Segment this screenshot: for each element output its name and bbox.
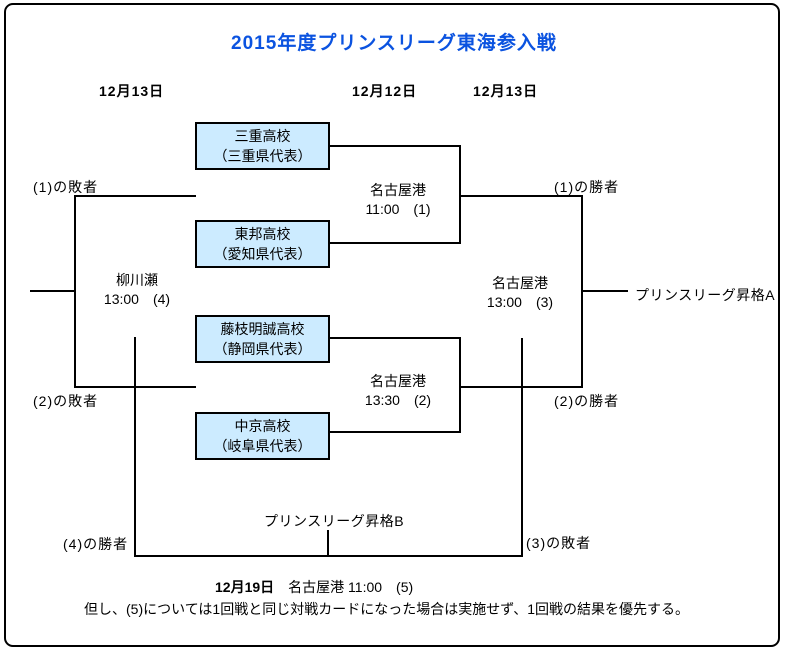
line-match1-team-bottom: [330, 242, 460, 244]
line-match2-team-top: [330, 337, 460, 339]
line-match1-team-top: [330, 145, 460, 147]
line-match1-winner-out: [460, 195, 583, 197]
page-title: 2015年度プリンスリーグ東海参入戦: [231, 33, 557, 54]
line-match1-vertical: [459, 145, 461, 244]
team-box-chukyo: 中京高校 （岐阜県代表）: [195, 412, 330, 460]
round-date-right: 12月13日: [473, 83, 539, 99]
match1-venue: 名古屋港: [370, 182, 426, 198]
round-date-center: 12月12日: [352, 83, 418, 99]
line-match2-vertical: [459, 337, 461, 433]
label-match2-loser: (2)の敗者: [33, 393, 99, 409]
line-match3-winner-out: [582, 290, 628, 292]
team-box-toho: 東邦高校 （愛知県代表）: [195, 220, 330, 268]
match4-venue: 柳川瀬: [116, 272, 158, 288]
round-date-left: 12月13日: [99, 83, 165, 99]
match1-label: 名古屋港 11:00 (1): [336, 181, 460, 219]
team-box-fujieda-meisei: 藤枝明誠高校 （静岡県代表）: [195, 315, 330, 363]
team-box-mie: 三重高校 （三重県代表）: [195, 122, 330, 170]
match2-venue: 名古屋港: [370, 373, 426, 389]
label-match3-loser: (3)の敗者: [526, 535, 592, 551]
line-match4-winner-out: [30, 290, 75, 292]
line-match4-vertical: [74, 195, 76, 388]
match5-details: 名古屋港 11:00 (5): [274, 579, 414, 595]
label-match4-winner: (4)の勝者: [63, 536, 129, 552]
match3-time: 13:00 (3): [486, 294, 554, 310]
outer-border: [4, 3, 780, 647]
match2-label: 名古屋港 13:30 (2): [336, 372, 460, 410]
match2-time: 13:30 (2): [364, 392, 432, 408]
line-match2-team-bottom: [330, 431, 460, 433]
match5-schedule: 12月19日 名古屋港 11:00 (5): [215, 577, 413, 597]
label-match2-winner: (2)の勝者: [554, 393, 620, 409]
team-name: 三重高校: [234, 128, 291, 144]
team-name: 東邦高校: [234, 226, 291, 242]
line-match5-right-vertical: [521, 338, 523, 557]
match1-time: 11:00 (1): [365, 201, 431, 217]
footnote: 但し、(5)については1回戦と同じ対戦カードになった場合は実施せず、1回戦の結果…: [84, 601, 690, 617]
match5-date: 12月19日: [215, 579, 275, 595]
line-promotion-b-stub: [327, 530, 329, 557]
team-name: 藤枝明誠高校: [220, 321, 305, 337]
line-match5-horizontal: [135, 555, 523, 557]
team-prefecture: （岐阜県代表）: [213, 438, 312, 454]
label-match1-winner: (1)の勝者: [554, 179, 620, 195]
match4-label: 柳川瀬 13:00 (4): [77, 271, 197, 309]
team-prefecture: （三重県代表）: [213, 148, 312, 164]
match3-venue: 名古屋港: [492, 275, 548, 291]
label-match1-loser: (1)の敗者: [33, 179, 99, 195]
promotion-b-label: プリンスリーグ昇格B: [264, 513, 405, 529]
team-name: 中京高校: [234, 418, 291, 434]
line-match5-left-vertical: [134, 337, 136, 557]
promotion-a-label: プリンスリーグ昇格A: [635, 287, 776, 303]
line-match4-in-top: [75, 195, 196, 197]
match4-time: 13:00 (4): [103, 291, 171, 307]
team-prefecture: （静岡県代表）: [213, 341, 312, 357]
match3-label: 名古屋港 13:00 (3): [458, 274, 582, 312]
team-prefecture: （愛知県代表）: [213, 246, 312, 262]
